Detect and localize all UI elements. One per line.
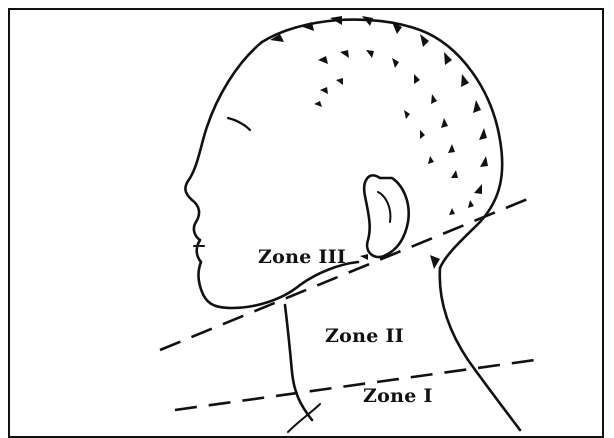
back-of-neck (440, 268, 520, 430)
eyebrow (228, 118, 250, 130)
ear (364, 175, 408, 257)
boundary-zone2-zone1 (175, 360, 535, 410)
face-profile (185, 42, 300, 308)
back-of-head (262, 20, 502, 268)
zone-3-label: Zone III (258, 246, 346, 268)
zone-1-label: Zone I (363, 385, 433, 407)
ear-inner (378, 192, 390, 222)
front-of-neck (285, 305, 312, 420)
zone-2-label: Zone II (325, 325, 404, 347)
